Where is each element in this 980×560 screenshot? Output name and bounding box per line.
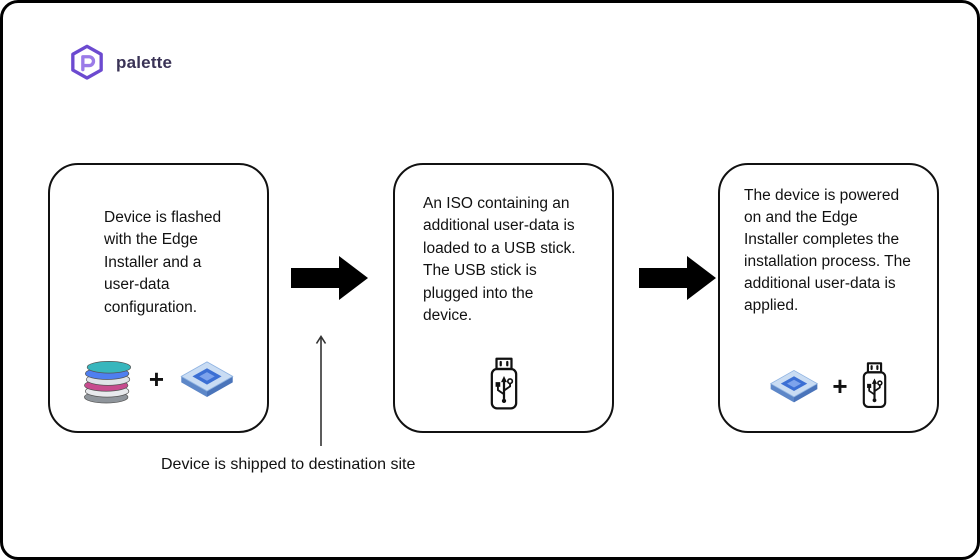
edge-device-icon: [766, 364, 822, 408]
plus-icon: +: [148, 364, 165, 394]
step-3-text: The device is powered on and the Edge In…: [744, 187, 911, 314]
flow-arrow-icon: [639, 255, 717, 301]
palette-logo: palette: [67, 43, 172, 83]
step-3-icon-row: +: [720, 360, 937, 411]
step-1-icon-row: +: [50, 351, 267, 407]
step-box-1: Device is flashed with the Edge Installe…: [48, 163, 269, 433]
brand-name: palette: [116, 53, 173, 72]
step-2-icon-row: [395, 355, 612, 413]
plus-icon: +: [832, 370, 848, 401]
step-1-text: Device is flashed with the Edge Installe…: [104, 209, 222, 316]
usb-stick-icon: [858, 360, 891, 411]
usb-stick-icon: [485, 355, 523, 413]
step-box-2: An ISO containing an additional user-dat…: [393, 163, 614, 433]
edge-device-icon: [176, 355, 238, 403]
shipping-caption: Device is shipped to destination site: [161, 456, 416, 473]
flow-arrow-icon: [291, 255, 369, 301]
step-box-3: The device is powered on and the Edge In…: [718, 163, 939, 433]
shipping-arrow-icon: [314, 334, 328, 448]
step-2-text: An ISO containing an additional user-dat…: [423, 195, 576, 325]
layers-stack-icon: [79, 351, 137, 407]
palette-logo-icon: [67, 43, 107, 83]
